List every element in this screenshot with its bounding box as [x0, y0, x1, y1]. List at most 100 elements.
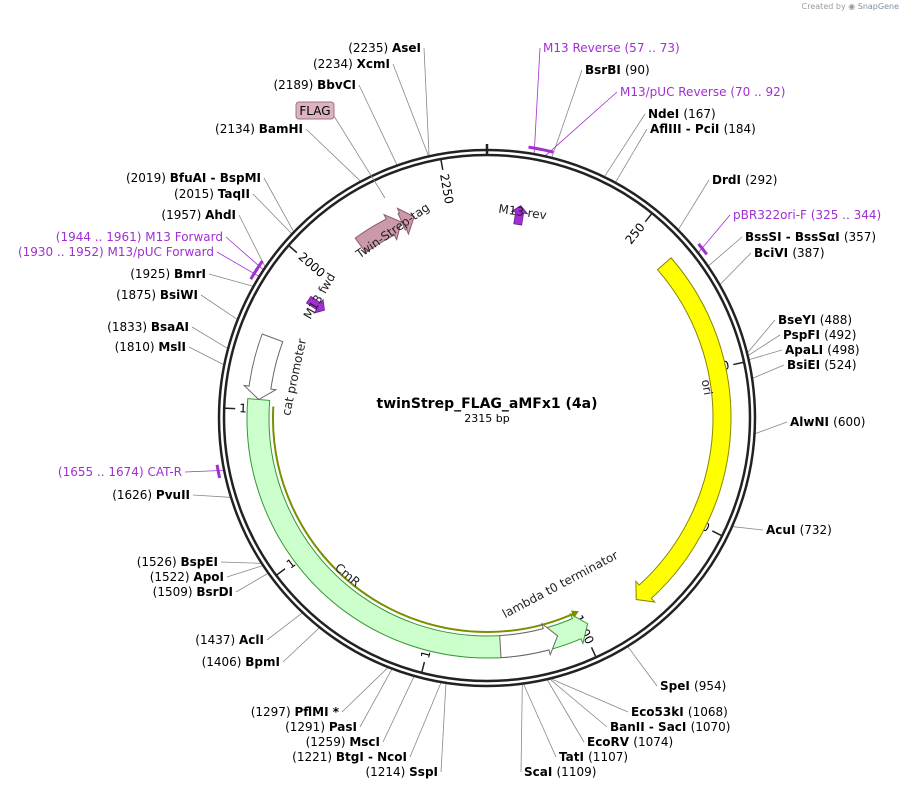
label-leader	[749, 349, 783, 360]
site-position: (1406)	[202, 655, 246, 669]
twin-strep-tag-label: Twin-Strep-tag	[352, 200, 432, 262]
site-position: (1526)	[137, 555, 181, 569]
label-leader	[678, 179, 710, 230]
label-leader	[192, 494, 230, 498]
site-label-taqii: (2015) TaqII	[174, 187, 250, 201]
m13-rev-label: M13 rev	[498, 202, 548, 223]
enzyme-name: MslI	[158, 340, 186, 354]
enzyme-name: DrdI	[712, 173, 745, 187]
site-label-bseyi: BseYI (488)	[778, 313, 852, 327]
primer-label-m13-puc-forward: (1930 .. 1952) M13/pUC Forward	[18, 245, 214, 259]
tick-mark	[420, 661, 426, 674]
label-leader	[547, 679, 585, 743]
enzyme-name: MscI	[349, 735, 380, 749]
primer-arrow-shape	[305, 295, 325, 314]
site-label-bfuai-bspmi: (2019) BfuAI - BspMI	[126, 171, 261, 185]
site-label-msci: (1259) MscI	[306, 735, 380, 749]
site-position: (1833)	[107, 320, 151, 334]
enzyme-name: BsiEI	[787, 358, 824, 372]
enzyme-name: BciVI	[754, 246, 792, 260]
primer-label-cat-r: (1655 .. 1674) CAT-R	[58, 465, 182, 479]
site-label-ecorv: EcoRV (1074)	[587, 735, 673, 749]
site-label-afliii-pcii: AflIII - PciI (184)	[650, 122, 756, 136]
primer-name: M13 Forward	[145, 230, 223, 244]
feature-twin-strep-tag[interactable]	[354, 213, 402, 254]
site-label-bsiwi: (1875) BsiWI	[116, 288, 198, 302]
primer-range: (1944 .. 1961)	[56, 230, 146, 244]
site-label-bsiei: BsiEI (524)	[787, 358, 857, 372]
enzyme-name: SpeI	[660, 679, 694, 693]
enzyme-name: AcuI	[766, 523, 800, 537]
primer-label-m13-forward: (1944 .. 1961) M13 Forward	[56, 230, 223, 244]
label-leader	[550, 679, 608, 728]
site-position: (184)	[724, 122, 756, 136]
label-leader	[359, 669, 393, 728]
label-leader	[341, 667, 388, 713]
site-labels: BsrBI (90)NdeI (167)AflIII - PciI (184)D…	[18, 41, 881, 779]
enzyme-name: PvuII	[156, 488, 190, 502]
site-position: (498)	[827, 343, 859, 357]
site-position: (732)	[800, 523, 832, 537]
enzyme-name: ApoI	[193, 570, 224, 584]
primer-mark-m13-forward	[253, 260, 264, 273]
site-position: (954)	[694, 679, 726, 693]
primer-mark-cat-r	[215, 464, 222, 479]
tick-label: 2250	[437, 173, 456, 206]
label-leader	[604, 113, 646, 177]
primer-arrow-shape	[510, 205, 529, 226]
primer-arrow-m13-fwd[interactable]	[304, 293, 329, 317]
site-position: (1810)	[115, 340, 159, 354]
label-leader	[627, 646, 658, 687]
site-position: (1109)	[557, 765, 597, 779]
site-label-bsssi-bsss-i: BssSI - BssSαI (357)	[745, 230, 876, 244]
site-leader-lines	[184, 47, 788, 773]
label-leader	[747, 319, 776, 353]
site-label-ndei: NdeI (167)	[648, 107, 716, 121]
primer-range: (325 .. 344)	[811, 208, 881, 222]
enzyme-name: ScaI	[524, 765, 557, 779]
label-leader	[551, 678, 629, 713]
feature-lambda-t0-terminator[interactable]	[499, 622, 559, 659]
branding-name: SnapGene	[857, 2, 899, 11]
site-label-drdi: DrdI (292)	[712, 173, 777, 187]
label-leader	[523, 684, 557, 758]
site-label-apoi: (1522) ApoI	[150, 570, 224, 584]
site-label-bpmi: (1406) BpmI	[202, 655, 280, 669]
enzyme-name: Eco53kI	[631, 705, 688, 719]
primer-mark-m13-puc-reverse	[539, 147, 554, 154]
site-label-bmri: (1925) BmrI	[130, 267, 206, 281]
label-leader	[263, 177, 294, 232]
label-leader	[708, 236, 743, 267]
site-label-btgi-ncoi: (1221) BtgI - NcoI	[292, 750, 407, 764]
enzyme-name: BspEI	[180, 555, 218, 569]
site-position: (1259)	[306, 735, 350, 749]
label-leader	[266, 612, 303, 641]
feature-cat-promoter[interactable]	[242, 333, 284, 401]
site-label-tati: TatI (1107)	[559, 750, 628, 764]
site-label-bsaai: (1833) BsaAI	[107, 320, 189, 334]
site-position: (2015)	[174, 187, 218, 201]
site-label-asei: (2235) AseI	[348, 41, 421, 55]
label-leader	[225, 236, 264, 270]
feature-ori[interactable]	[635, 257, 732, 603]
site-position: (600)	[833, 415, 865, 429]
site-label-bsrdi: (1509) BsrDI	[153, 585, 233, 599]
primer-range: (70 .. 92)	[730, 85, 785, 99]
site-label-bamhi: (2134) BamHI	[215, 122, 303, 136]
label-leader	[551, 69, 583, 158]
label-leader	[358, 84, 398, 165]
enzyme-name: BtgI - NcoI	[336, 750, 407, 764]
branding-prefix: Created by	[801, 2, 846, 11]
feature-flag[interactable]	[396, 207, 415, 236]
primer-arrow-m13-rev[interactable]	[510, 204, 529, 226]
enzyme-name: AhdI	[205, 208, 236, 222]
flag-leader	[333, 115, 386, 199]
tick-mark	[274, 568, 286, 577]
enzyme-name: BpmI	[245, 655, 280, 669]
site-position: (357)	[844, 230, 876, 244]
label-leader	[382, 676, 415, 743]
label-leader	[235, 573, 268, 593]
feature-cmr[interactable]	[246, 398, 589, 659]
enzyme-name: ApaLI	[785, 343, 827, 357]
